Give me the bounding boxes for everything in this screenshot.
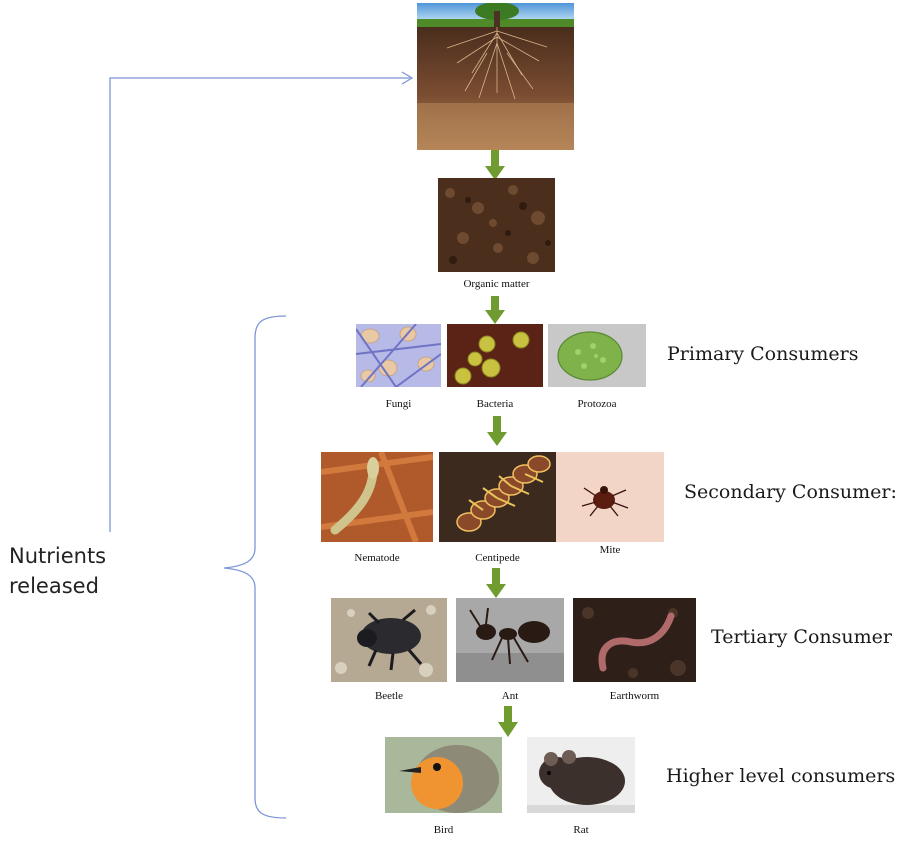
arrow-primary-to-secondary bbox=[487, 416, 507, 446]
fungi-label: Fungi bbox=[356, 398, 441, 410]
bird-label: Bird bbox=[385, 824, 502, 836]
mite-image bbox=[556, 452, 664, 542]
fungi-image bbox=[356, 324, 441, 387]
primary-consumers-label: Primary Consumers bbox=[667, 343, 858, 365]
organic-matter-image bbox=[438, 178, 555, 272]
earthworm-image bbox=[573, 598, 696, 682]
protozoa-image bbox=[548, 324, 646, 387]
nutrients-released-line1: Nutrients bbox=[9, 541, 106, 571]
nematode-label: Nematode bbox=[321, 552, 433, 564]
nutrients-released-label: Nutrients released bbox=[9, 541, 106, 601]
rat-label: Rat bbox=[527, 824, 635, 836]
bacteria-label: Bacteria bbox=[447, 398, 543, 410]
arrow-tertiary-to-higher bbox=[498, 706, 518, 737]
ant-image bbox=[456, 598, 564, 682]
arrow-organic-to-primary bbox=[485, 296, 505, 324]
beetle-label: Beetle bbox=[331, 690, 447, 702]
mite-label: Mite bbox=[556, 544, 664, 556]
arrow-soil-to-organic bbox=[485, 150, 505, 180]
bird-image bbox=[385, 737, 502, 813]
higher-level-consumers-label: Higher level consumers bbox=[666, 765, 895, 787]
soil-roots-image bbox=[417, 3, 574, 150]
organic-matter-label: Organic matter bbox=[438, 278, 555, 290]
centipede-image bbox=[439, 452, 556, 542]
arrow-secondary-to-tertiary bbox=[486, 568, 506, 598]
nutrients-released-line2: released bbox=[9, 571, 106, 601]
bacteria-image bbox=[447, 324, 543, 387]
consumer-brace bbox=[224, 316, 286, 818]
protozoa-label: Protozoa bbox=[548, 398, 646, 410]
rat-image bbox=[527, 737, 635, 813]
earthworm-label: Earthworm bbox=[573, 690, 696, 702]
centipede-label: Centipede bbox=[439, 552, 556, 564]
tertiary-consumers-label: Tertiary Consumer bbox=[711, 626, 892, 648]
ant-label: Ant bbox=[456, 690, 564, 702]
secondary-consumers-label: Secondary Consumer: bbox=[684, 481, 897, 503]
nematode-image bbox=[321, 452, 433, 542]
beetle-image bbox=[331, 598, 447, 682]
